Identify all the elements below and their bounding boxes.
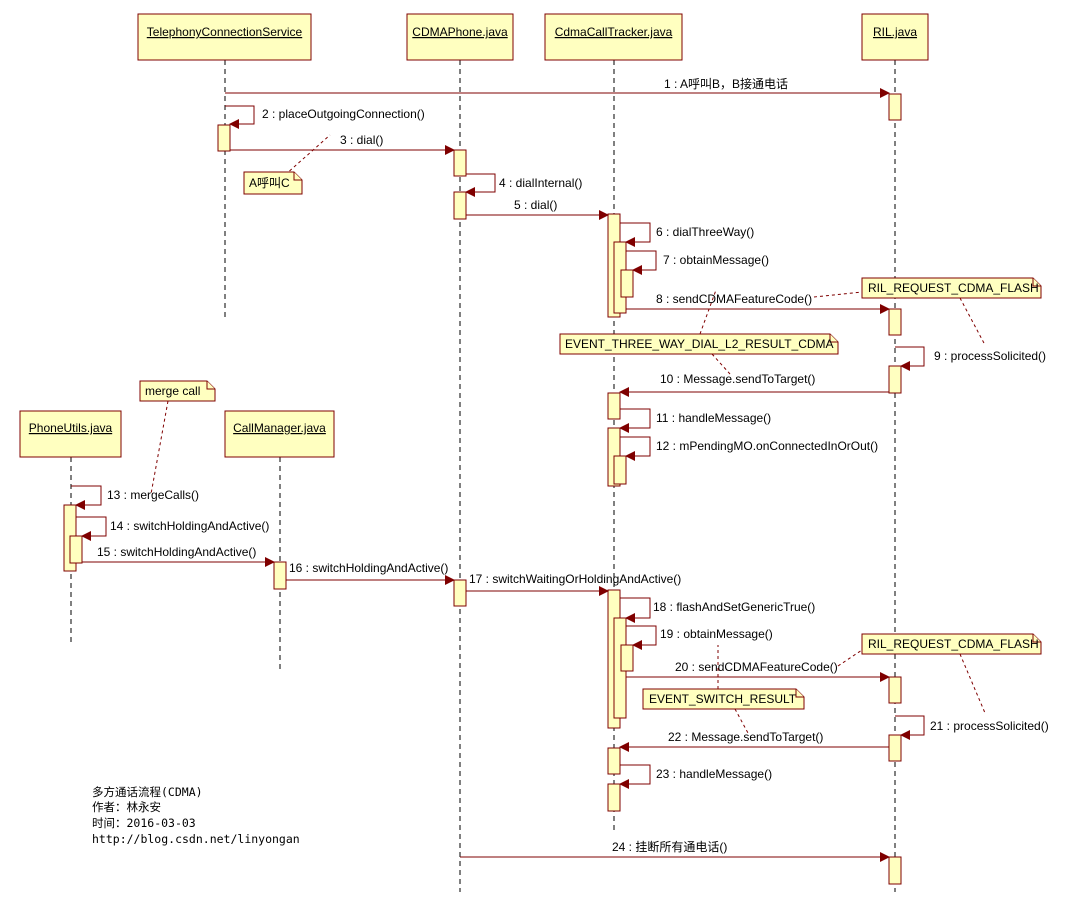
activation-bar (217, 124, 231, 152)
message-label: 5 : dial() (514, 198, 557, 212)
message-label: 23 : handleMessage() (656, 767, 772, 781)
message-21: 21 : processSolicited() (895, 715, 1049, 740)
participant-label: PhoneUtils.java (29, 421, 113, 435)
message-3: 3 : dial() (230, 133, 455, 155)
activation-bar (620, 269, 634, 298)
info-url: http://blog.csdn.net/linyongan (92, 832, 300, 846)
author-info: 多方通话流程(CDMA) 作者：林永安 时间：2016-03-03 http:/… (92, 785, 300, 846)
note-a-call-c: A呼叫C (243, 134, 331, 195)
note-label: A呼叫C (249, 176, 290, 190)
message-label: 24 : 挂断所有通电话() (612, 839, 727, 854)
activation-bar (607, 747, 621, 775)
participant-call-manager: CallManager.java (224, 410, 335, 458)
message-7: 7 : obtainMessage() (626, 250, 769, 275)
message-label: 16 : switchHoldingAndActive() (289, 561, 448, 575)
message-14: 14 : switchHoldingAndActive() (76, 516, 269, 541)
message-label: 11 : handleMessage() (656, 411, 771, 425)
message-13: 13 : mergeCalls() (71, 485, 199, 510)
note-event-three-way-dial: EVENT_THREE_WAY_DIAL_L2_RESULT_CDMA (559, 289, 839, 375)
activation-bar (607, 783, 621, 812)
message-4: 4 : dialInternal() (465, 173, 582, 197)
message-label: 15 : switchHoldingAndActive() (97, 545, 256, 559)
message-label: 18 : flashAndSetGenericTrue() (653, 600, 815, 614)
activation-bar (888, 308, 902, 336)
message-17: 17 : switchWaitingOrHoldingAndActive() (466, 572, 681, 596)
note-label: EVENT_SWITCH_RESULT (649, 692, 797, 706)
message-11: 11 : handleMessage() (619, 408, 771, 433)
message-6: 6 : dialThreeWay() (620, 222, 754, 247)
note-event-switch-result: EVENT_SWITCH_RESULT (642, 645, 805, 734)
activation-bar (273, 561, 287, 590)
activation-bar (888, 676, 902, 704)
note-merge-call: merge call (139, 380, 216, 495)
message-1: 1 : A呼叫B，B接通电话 (225, 76, 890, 98)
activation-bar (453, 149, 467, 177)
message-label: 1 : A呼叫B，B接通电话 (664, 76, 788, 91)
info-author: 作者：林永安 (92, 800, 161, 814)
message-19: 19 : obtainMessage() (626, 625, 773, 650)
message-label: 7 : obtainMessage() (663, 253, 769, 267)
message-15: 15 : switchHoldingAndActive() (82, 545, 275, 567)
activation-bar (620, 644, 634, 672)
participant-phone-utils: PhoneUtils.java (19, 410, 122, 458)
message-label: 12 : mPendingMO.onConnectedInOrOut() (656, 439, 878, 453)
activation-bar (607, 392, 621, 420)
activation-bar (888, 734, 902, 762)
activation-bar (888, 93, 902, 121)
message-10: 10 : Message.sendToTarget() (619, 372, 889, 397)
participant-label: TelephonyConnectionService (147, 25, 303, 39)
message-5: 5 : dial() (466, 198, 609, 220)
participant-label: CallManager.java (233, 421, 326, 435)
message-label: 2 : placeOutgoingConnection() (262, 107, 425, 121)
message-label: 13 : mergeCalls() (107, 488, 199, 502)
participant-label: CDMAPhone.java (412, 25, 508, 39)
note-ril-request-cdma-flash-1: RIL_REQUEST_CDMA_FLASH (813, 277, 1042, 346)
participant-ril: RIL.java (861, 13, 929, 61)
message-label: 4 : dialInternal() (499, 176, 582, 190)
activation-bar (453, 579, 467, 607)
participant-telephony-connection-service: TelephonyConnectionService (137, 13, 312, 61)
activation-bar (453, 191, 467, 220)
note-label: RIL_REQUEST_CDMA_FLASH (868, 637, 1039, 651)
message-12: 12 : mPendingMO.onConnectedInOrOut() (620, 436, 878, 461)
info-title: 多方通话流程(CDMA) (92, 785, 203, 799)
message-label: 9 : processSolicited() (934, 349, 1046, 363)
message-9: 9 : processSolicited() (895, 346, 1046, 371)
note-label: EVENT_THREE_WAY_DIAL_L2_RESULT_CDMA (565, 337, 834, 351)
message-8: 8 : sendCDMAFeatureCode() (626, 292, 890, 314)
activation-bar (888, 365, 902, 394)
message-label: 17 : switchWaitingOrHoldingAndActive() (469, 572, 681, 586)
message-24: 24 : 挂断所有通电话() (460, 839, 890, 862)
message-23: 23 : handleMessage() (619, 764, 772, 789)
message-22: 22 : Message.sendToTarget() (619, 730, 889, 752)
message-label: 3 : dial() (340, 133, 383, 147)
info-date: 时间：2016-03-03 (92, 816, 196, 830)
message-label: 21 : processSolicited() (930, 719, 1049, 733)
note-ril-request-cdma-flash-2: RIL_REQUEST_CDMA_FLASH (837, 633, 1042, 714)
message-label: 6 : dialThreeWay() (656, 225, 754, 239)
message-2: 2 : placeOutgoingConnection() (225, 105, 425, 129)
participant-label: RIL.java (873, 25, 917, 39)
message-label: 19 : obtainMessage() (660, 627, 773, 641)
participant-cdma-call-tracker: CdmaCallTracker.java (544, 13, 683, 61)
message-label: 22 : Message.sendToTarget() (668, 730, 823, 744)
message-label: 10 : Message.sendToTarget() (660, 372, 815, 386)
message-20: 20 : sendCDMAFeatureCode() (626, 660, 890, 682)
message-label: 8 : sendCDMAFeatureCode() (656, 292, 812, 306)
message-label: 14 : switchHoldingAndActive() (110, 519, 269, 533)
note-label: RIL_REQUEST_CDMA_FLASH (868, 281, 1039, 295)
activation-bar (888, 856, 902, 885)
message-16: 16 : switchHoldingAndActive() (286, 561, 455, 585)
participant-cdma-phone: CDMAPhone.java (406, 13, 514, 61)
message-label: 20 : sendCDMAFeatureCode() (675, 660, 838, 674)
message-18: 18 : flashAndSetGenericTrue() (620, 597, 815, 623)
participant-label: CdmaCallTracker.java (555, 25, 673, 39)
activation-bar (69, 535, 83, 564)
note-label: merge call (145, 384, 200, 398)
activation-bar (613, 455, 627, 485)
